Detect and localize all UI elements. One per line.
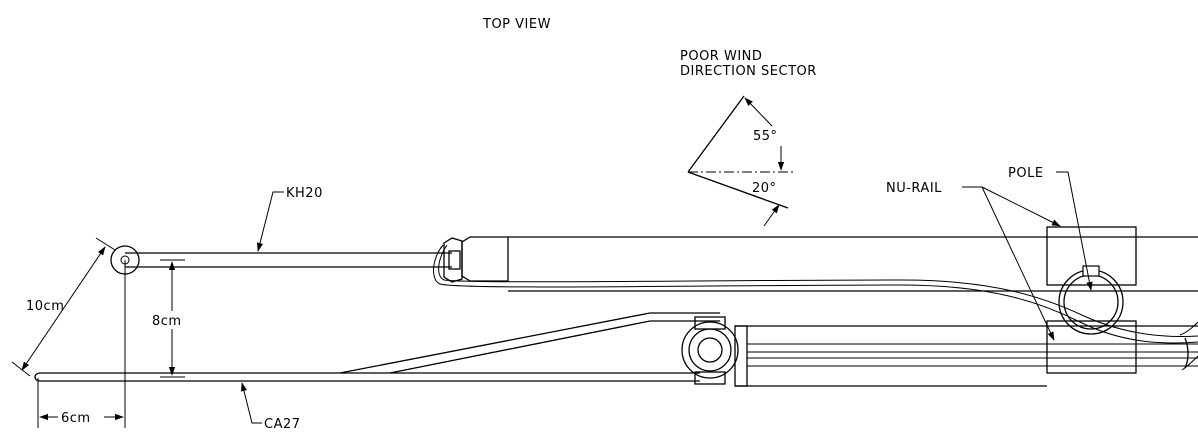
sector-upper-ray: [687, 95, 745, 173]
wind-sector: POOR WIND DIRECTION SECTOR 55° 20°: [680, 49, 817, 227]
kh20-leader: KH20: [256, 186, 323, 252]
pipe-fitting: [681, 316, 739, 385]
ca27-leader: CA27: [240, 382, 301, 432]
dimension-6cm-label: 6cm: [61, 411, 91, 426]
pole-leader: POLE: [1008, 166, 1093, 291]
dimension-10cm: 10cm: [11, 237, 116, 377]
sector-title-line2: DIRECTION SECTOR: [680, 64, 817, 79]
ca27-brace: [339, 312, 651, 374]
sector-title-line1: POOR WIND: [680, 49, 762, 64]
kh20-clamp: [461, 236, 509, 282]
sensor-cable: [433, 244, 1198, 344]
angle-20-label: 20°: [752, 181, 777, 196]
ca27-head: [34, 372, 41, 382]
nu-rail-label: NU-RAIL: [886, 181, 942, 196]
dimension-10cm-label: 10cm: [26, 299, 64, 314]
kh20-label: KH20: [286, 186, 323, 201]
angle-20-arrow: [763, 204, 780, 227]
pole: [1058, 265, 1124, 335]
pole-label: POLE: [1008, 166, 1044, 181]
nu-rail-leader: NU-RAIL: [886, 181, 1061, 341]
dimension-8cm: 8cm: [150, 259, 194, 378]
ca27-label: CA27: [264, 417, 301, 432]
nu-rail-lower: [1046, 320, 1137, 374]
ca27-sensor: [34, 312, 720, 382]
angle-55-arrow: [744, 97, 773, 127]
dimension-8cm-label: 8cm: [152, 314, 182, 329]
dimension-6cm: 6cm: [37, 260, 126, 428]
sector-lower-ray: [687, 171, 789, 209]
crossarm: [508, 236, 1198, 292]
lower-crossarm: [734, 321, 1198, 387]
angle-55-label: 55°: [753, 129, 778, 144]
view-title: TOP VIEW: [482, 17, 551, 32]
kh20-mount: [443, 237, 463, 283]
